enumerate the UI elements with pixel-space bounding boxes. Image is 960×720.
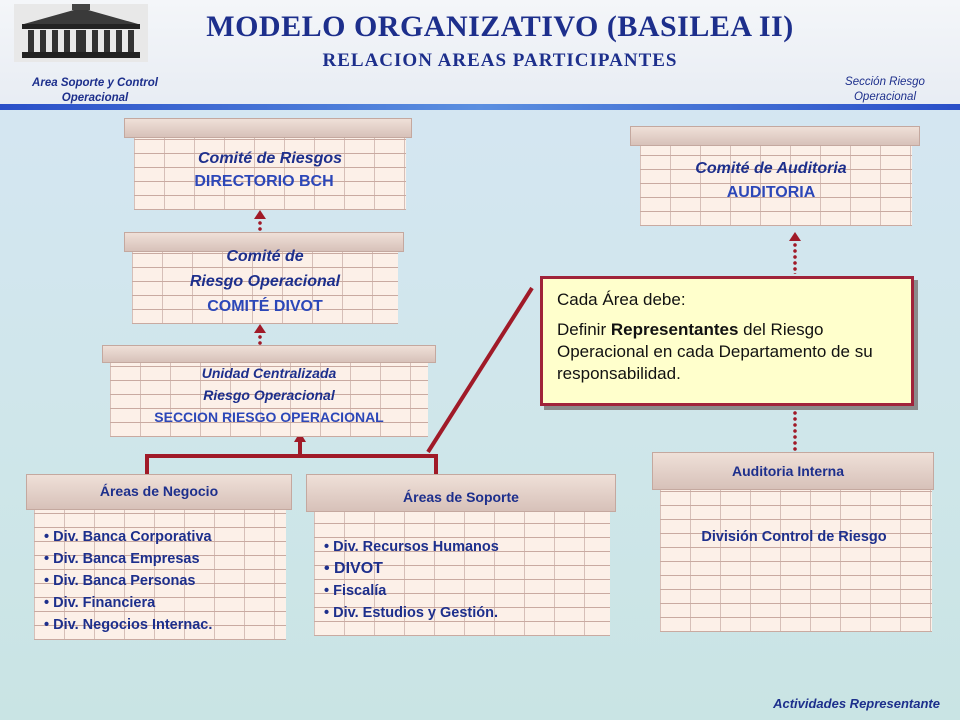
comite-ro-box bbox=[132, 252, 398, 324]
right-caption: Sección Riesgo Operacional bbox=[845, 76, 925, 103]
list-item: Div. Recursos Humanos bbox=[324, 536, 499, 558]
list-item: Fiscalía bbox=[324, 580, 499, 602]
areas-negocio-cap bbox=[26, 474, 292, 510]
header-band bbox=[0, 0, 960, 110]
list-item: Div. Banca Corporativa bbox=[44, 526, 212, 548]
list-item: Div. Banca Empresas bbox=[44, 548, 212, 570]
footer-caption: Actividades Representante bbox=[773, 696, 940, 711]
callout-text-bold: Representantes bbox=[610, 320, 739, 339]
areas-soporte-cap bbox=[306, 474, 616, 512]
callout-text-post: del Riesgo Operacional en cada Departame… bbox=[557, 320, 873, 383]
auditoria-interna-line1: División Control de Riesgo bbox=[701, 529, 887, 545]
dotted-connector bbox=[793, 242, 797, 274]
comite-ro-line2: Riesgo Operacional bbox=[189, 273, 341, 290]
areas-negocio-title: Áreas de Negocio bbox=[99, 483, 219, 499]
areas-negocio-list: Div. Banca Corporativa Div. Banca Empres… bbox=[44, 526, 212, 636]
arrow-up-icon bbox=[789, 232, 801, 241]
unidad-centralizada-cap bbox=[102, 345, 436, 363]
dotted-connector bbox=[793, 410, 797, 452]
comite-auditoria-subtitle: AUDITORIA bbox=[726, 184, 816, 201]
comite-ro-line3: COMITÉ DIVOT bbox=[207, 298, 323, 315]
list-item: Div. Financiera bbox=[44, 592, 212, 614]
auditoria-interna-title: Auditoria Interna bbox=[731, 463, 844, 479]
auditoria-interna-box bbox=[660, 490, 932, 632]
comite-auditoria-box bbox=[640, 146, 912, 226]
dotted-connector bbox=[258, 220, 262, 234]
left-caption: Area Soporte y Control Operacional bbox=[32, 77, 158, 104]
list-item: Div. Negocios Internac. bbox=[44, 614, 212, 636]
areas-soporte-title: Áreas de Soporte bbox=[403, 489, 519, 505]
list-item: Div. Estudios y Gestión. bbox=[324, 602, 499, 624]
list-item: Div. Banca Personas bbox=[44, 570, 212, 592]
callout-body: Definir Representantes del Riesgo Operac… bbox=[557, 319, 897, 385]
list-item: DIVOT bbox=[324, 558, 499, 580]
comite-riesgos-subtitle: DIRECTORIO BCH bbox=[194, 173, 334, 190]
comite-auditoria-title: Comité de Auditoria bbox=[695, 160, 847, 177]
comite-ro-cap bbox=[124, 232, 404, 252]
bank-building-logo bbox=[14, 4, 148, 62]
comite-auditoria-cap bbox=[630, 126, 920, 146]
comite-ro-line1: Comité de bbox=[226, 248, 304, 265]
comite-riesgos-title: Comité de Riesgos bbox=[197, 150, 343, 167]
arrow-up-icon bbox=[254, 324, 266, 333]
unidad-centralizada-box bbox=[110, 363, 428, 437]
unidad-line3: SECCION RIESGO OPERACIONAL bbox=[154, 409, 384, 425]
dotted-connector bbox=[258, 334, 262, 346]
areas-soporte-list: Div. Recursos Humanos DIVOT Fiscalía Div… bbox=[324, 536, 499, 624]
page-subtitle: RELACION AREAS PARTICIPANTES bbox=[322, 50, 678, 71]
comite-riesgos-cap bbox=[124, 118, 412, 138]
unidad-line1: Unidad Centralizada bbox=[201, 365, 337, 381]
callout-note: Cada Área debe: Definir Representantes d… bbox=[540, 276, 914, 406]
unidad-line2: Riesgo Operacional bbox=[203, 387, 335, 403]
header-divider bbox=[0, 104, 960, 110]
callout-text-pre: Definir bbox=[557, 320, 611, 339]
comite-riesgos-box bbox=[134, 138, 406, 210]
page-title: MODELO ORGANIZATIVO (BASILEA II) bbox=[206, 10, 794, 43]
arrow-up-icon bbox=[254, 210, 266, 219]
auditoria-interna-cap bbox=[652, 452, 934, 490]
callout-heading: Cada Área debe: bbox=[557, 290, 686, 309]
